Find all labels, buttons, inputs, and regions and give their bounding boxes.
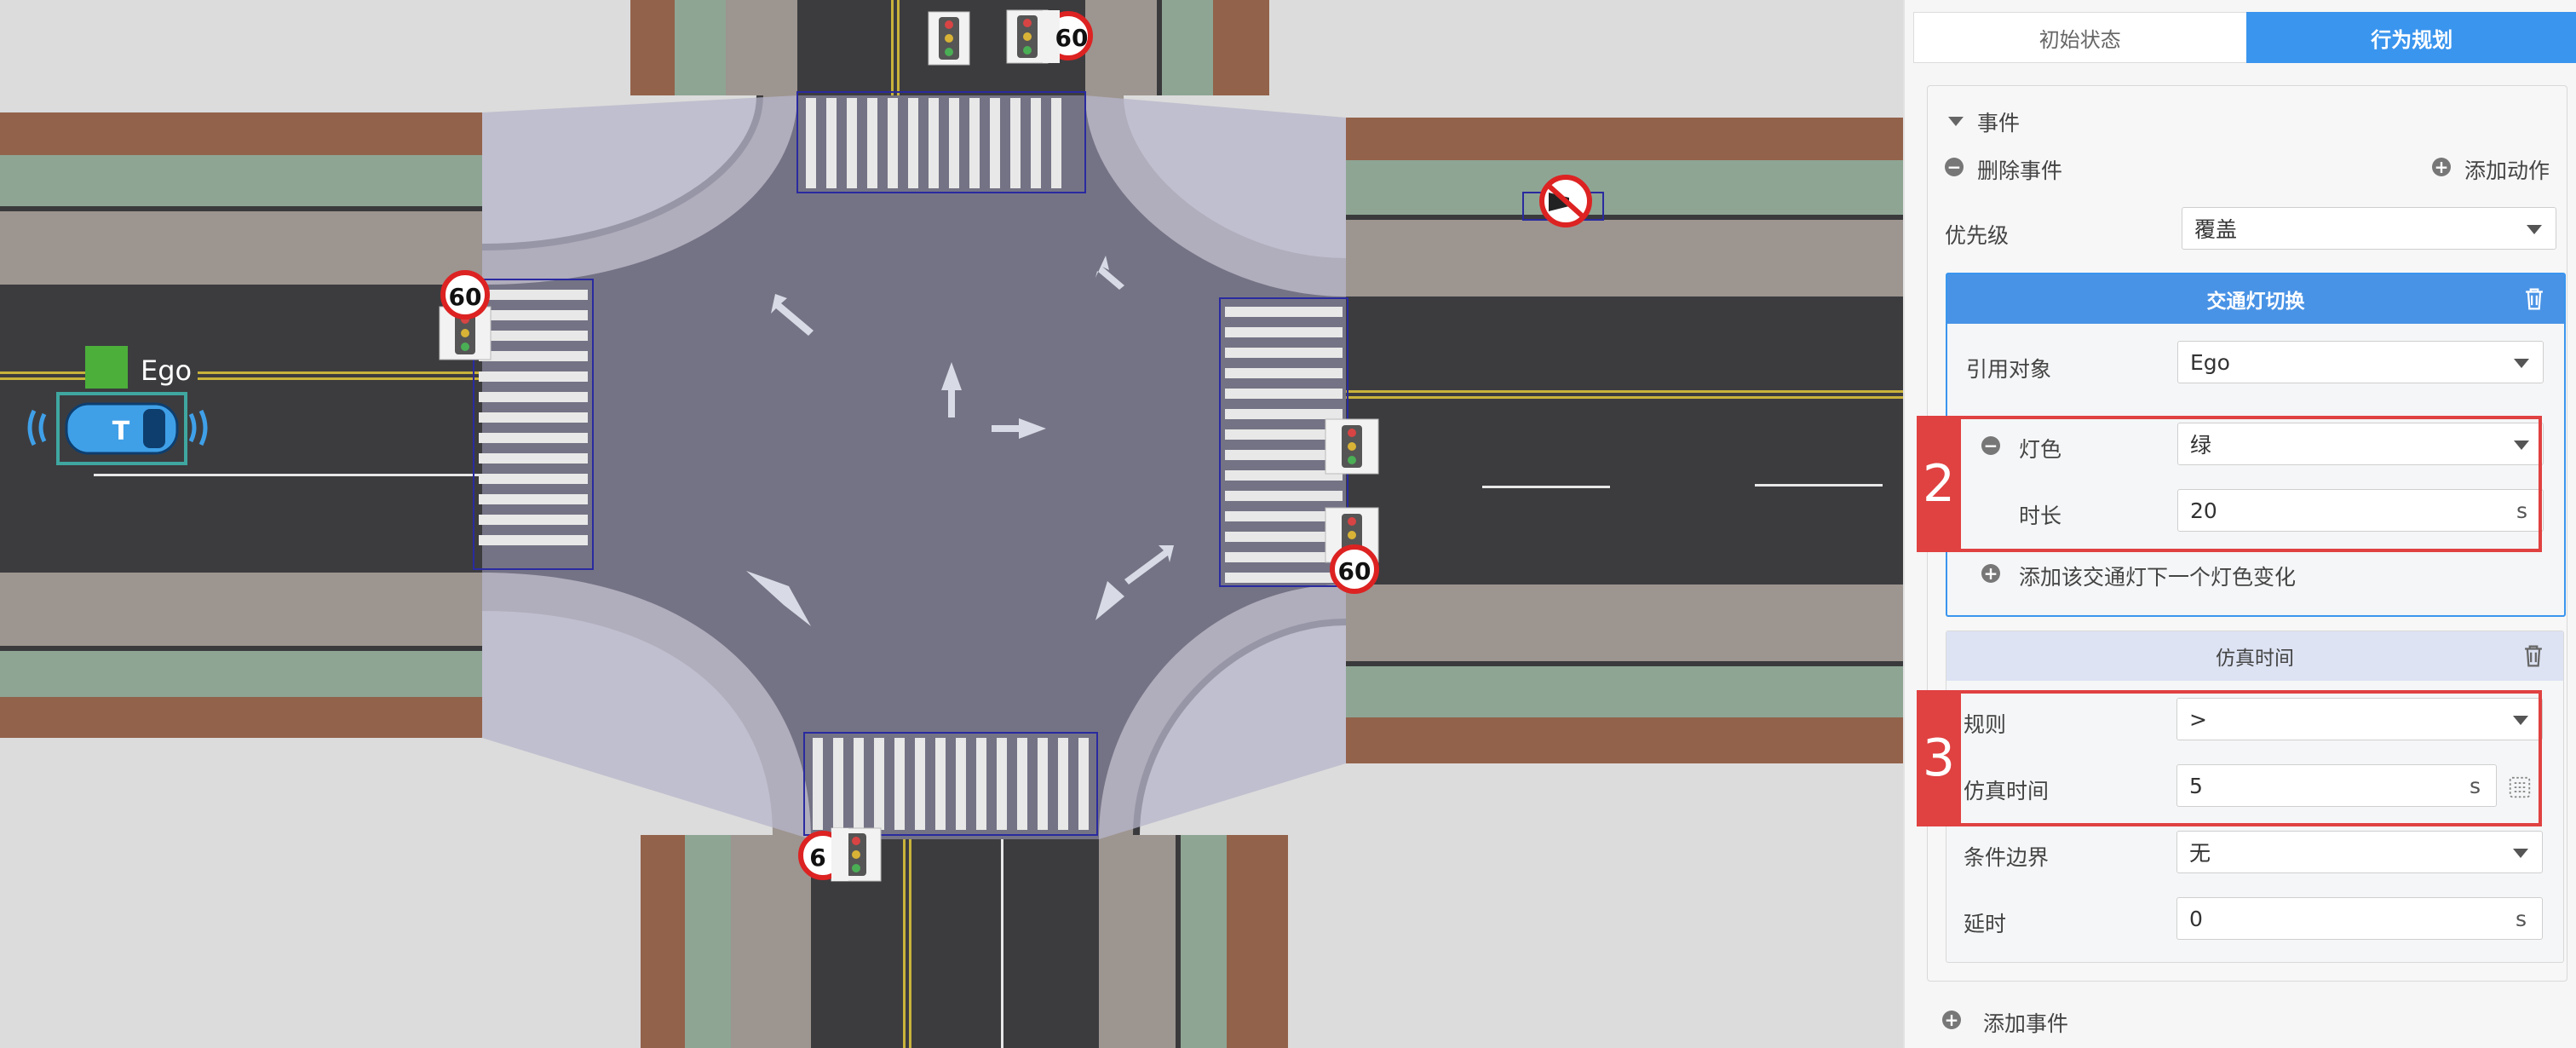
speed-limit-sign[interactable]: 60 xyxy=(1330,544,1379,594)
highlight-box-3 xyxy=(1917,690,2542,826)
chevron-down-icon xyxy=(2513,849,2528,858)
boundary-value: 无 xyxy=(2189,841,2211,866)
plus-circle-icon[interactable]: + xyxy=(1942,1011,1961,1029)
trash-icon[interactable] xyxy=(2520,285,2549,314)
light-color-label: 灯色 xyxy=(2019,437,2062,462)
delay-label: 延时 xyxy=(1964,912,2007,936)
svg-text:60: 60 xyxy=(449,283,482,311)
highlight-number-2: 2 xyxy=(1917,416,1961,552)
delay-value: 0 xyxy=(2189,906,2203,931)
ego-vehicle[interactable]: Ego T xyxy=(27,346,208,465)
chevron-down-icon xyxy=(2527,225,2542,234)
light-color-value: 绿 xyxy=(2190,433,2212,458)
boundary-label: 条件边界 xyxy=(1964,845,2050,870)
condition-card-title: 仿真时间 xyxy=(2216,648,2294,670)
ref-object-value: Ego xyxy=(2190,349,2230,375)
delay-unit: s xyxy=(2515,907,2527,931)
panel-tabs: 初始状态 行为规划 xyxy=(1913,12,2576,63)
speed-limit-sign[interactable]: 6 xyxy=(798,828,848,881)
add-event-button[interactable]: 添加事件 xyxy=(1983,1011,2069,1036)
chevron-down-icon xyxy=(2514,359,2529,368)
svg-text:T: T xyxy=(112,417,130,446)
south-road xyxy=(641,835,1288,1048)
rule-value: > xyxy=(2189,706,2207,732)
events-section-label[interactable]: 事件 xyxy=(1977,111,2021,135)
condition-card-header: 仿真时间 xyxy=(1946,631,2563,681)
sim-time-unit: s xyxy=(2469,774,2481,798)
junction-asphalt xyxy=(482,95,1346,839)
rule-label: 规则 xyxy=(1964,712,2007,737)
road-map-canvas[interactable]: 60 60 60 6 Ego T xyxy=(0,0,1903,1048)
speed-limit-sign[interactable]: 60 xyxy=(440,270,490,320)
tab-initial-state[interactable]: 初始状态 xyxy=(1913,12,2246,63)
delay-input[interactable]: 0 s xyxy=(2176,897,2543,940)
priority-select[interactable]: 覆盖 xyxy=(2182,207,2556,250)
minus-circle-icon[interactable]: − xyxy=(1981,436,2000,455)
tab-behavior-planning[interactable]: 行为规划 xyxy=(2245,12,2576,63)
traffic-light-icon[interactable] xyxy=(1325,418,1379,475)
traffic-light-icon[interactable] xyxy=(1006,9,1049,64)
no-honking-sign-icon[interactable] xyxy=(1522,175,1604,227)
collapse-caret-icon[interactable] xyxy=(1948,117,1964,126)
action-card-header: 交通灯切换 xyxy=(1947,274,2564,324)
duration-input[interactable]: 20 s xyxy=(2177,489,2544,532)
priority-label: 优先级 xyxy=(1945,223,2010,248)
boundary-select[interactable]: 无 xyxy=(2176,831,2543,873)
sim-time-condition-card: 仿真时间 规则 > 仿真时间 5 s 条件边界 无 延时 0 s xyxy=(1946,631,2564,963)
svg-text:60: 60 xyxy=(1055,24,1089,52)
crosswalk-east xyxy=(1219,297,1348,587)
highlight-box-2 xyxy=(1917,416,2542,552)
plus-circle-icon[interactable]: + xyxy=(1981,564,2000,583)
crosswalk-south xyxy=(803,732,1098,836)
priority-value: 覆盖 xyxy=(2194,217,2238,242)
trash-icon[interactable] xyxy=(2519,642,2548,671)
calculator-icon[interactable] xyxy=(2507,774,2533,800)
east-road xyxy=(1346,118,1903,763)
behavior-panel: 初始状态 行为规划 事件 − 删除事件 + 添加动作 优先级 覆盖 交通灯切换 … xyxy=(1903,0,2576,1048)
rule-select[interactable]: > xyxy=(2176,698,2543,740)
crosswalk-west xyxy=(473,279,594,570)
delete-event-button[interactable]: 删除事件 xyxy=(1977,158,2063,183)
ref-object-label: 引用对象 xyxy=(1966,357,2052,382)
traffic-light-icon[interactable] xyxy=(831,827,882,882)
highlight-number-3: 3 xyxy=(1917,690,1961,826)
action-card-title: 交通灯切换 xyxy=(2206,291,2305,313)
add-action-button[interactable]: 添加动作 xyxy=(2464,158,2550,183)
svg-text:60: 60 xyxy=(1338,557,1371,585)
speed-limit-sign[interactable]: 60 xyxy=(1043,10,1093,63)
plus-circle-icon[interactable]: + xyxy=(2432,158,2451,176)
svg-text:Ego: Ego xyxy=(141,354,192,387)
duration-unit: s xyxy=(2516,498,2527,523)
sim-time-input[interactable]: 5 s xyxy=(2176,764,2497,807)
road-arrows xyxy=(746,256,1174,626)
light-color-select[interactable]: 绿 xyxy=(2177,423,2544,465)
chevron-down-icon xyxy=(2513,716,2528,725)
sim-time-label: 仿真时间 xyxy=(1964,779,2050,803)
add-next-light-color-button[interactable]: 添加该交通灯下一个灯色变化 xyxy=(2019,565,2297,590)
traffic-light-switch-card: 交通灯切换 引用对象 Ego − 灯色 绿 时长 20 s + 添加该交通灯下一… xyxy=(1946,273,2566,617)
ref-object-select[interactable]: Ego xyxy=(2177,341,2544,383)
minus-circle-icon[interactable]: − xyxy=(1945,158,1964,176)
chevron-down-icon xyxy=(2514,441,2529,450)
north-road xyxy=(630,0,1269,95)
traffic-light-icon[interactable] xyxy=(928,11,970,66)
sim-time-value: 5 xyxy=(2189,773,2203,798)
duration-value: 20 xyxy=(2190,498,2217,523)
duration-label: 时长 xyxy=(2019,504,2062,528)
svg-text:6: 6 xyxy=(809,844,825,872)
crosswalk-north xyxy=(796,91,1086,193)
